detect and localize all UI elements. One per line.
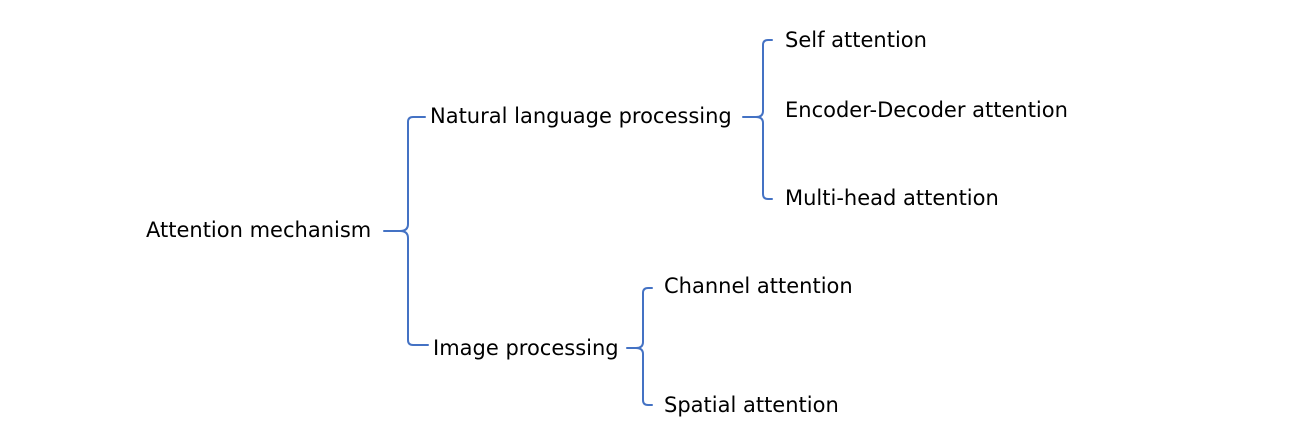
- self-attention-node: Self attention: [785, 28, 927, 52]
- channel-attention-node: Channel attention: [664, 274, 853, 298]
- root-node: Attention mechanism: [146, 218, 372, 242]
- image-bracket: [626, 287, 653, 406]
- nlp-bracket: [742, 39, 773, 200]
- nlp-node: Natural language processing: [430, 104, 732, 128]
- image-processing-node: Image processing: [433, 336, 619, 360]
- encoder-decoder-attention-node: Encoder-Decoder attention: [785, 98, 1068, 122]
- multi-head-attention-node: Multi-head attention: [785, 186, 999, 210]
- root-bracket: [383, 116, 429, 346]
- spatial-attention-node: Spatial attention: [664, 393, 839, 417]
